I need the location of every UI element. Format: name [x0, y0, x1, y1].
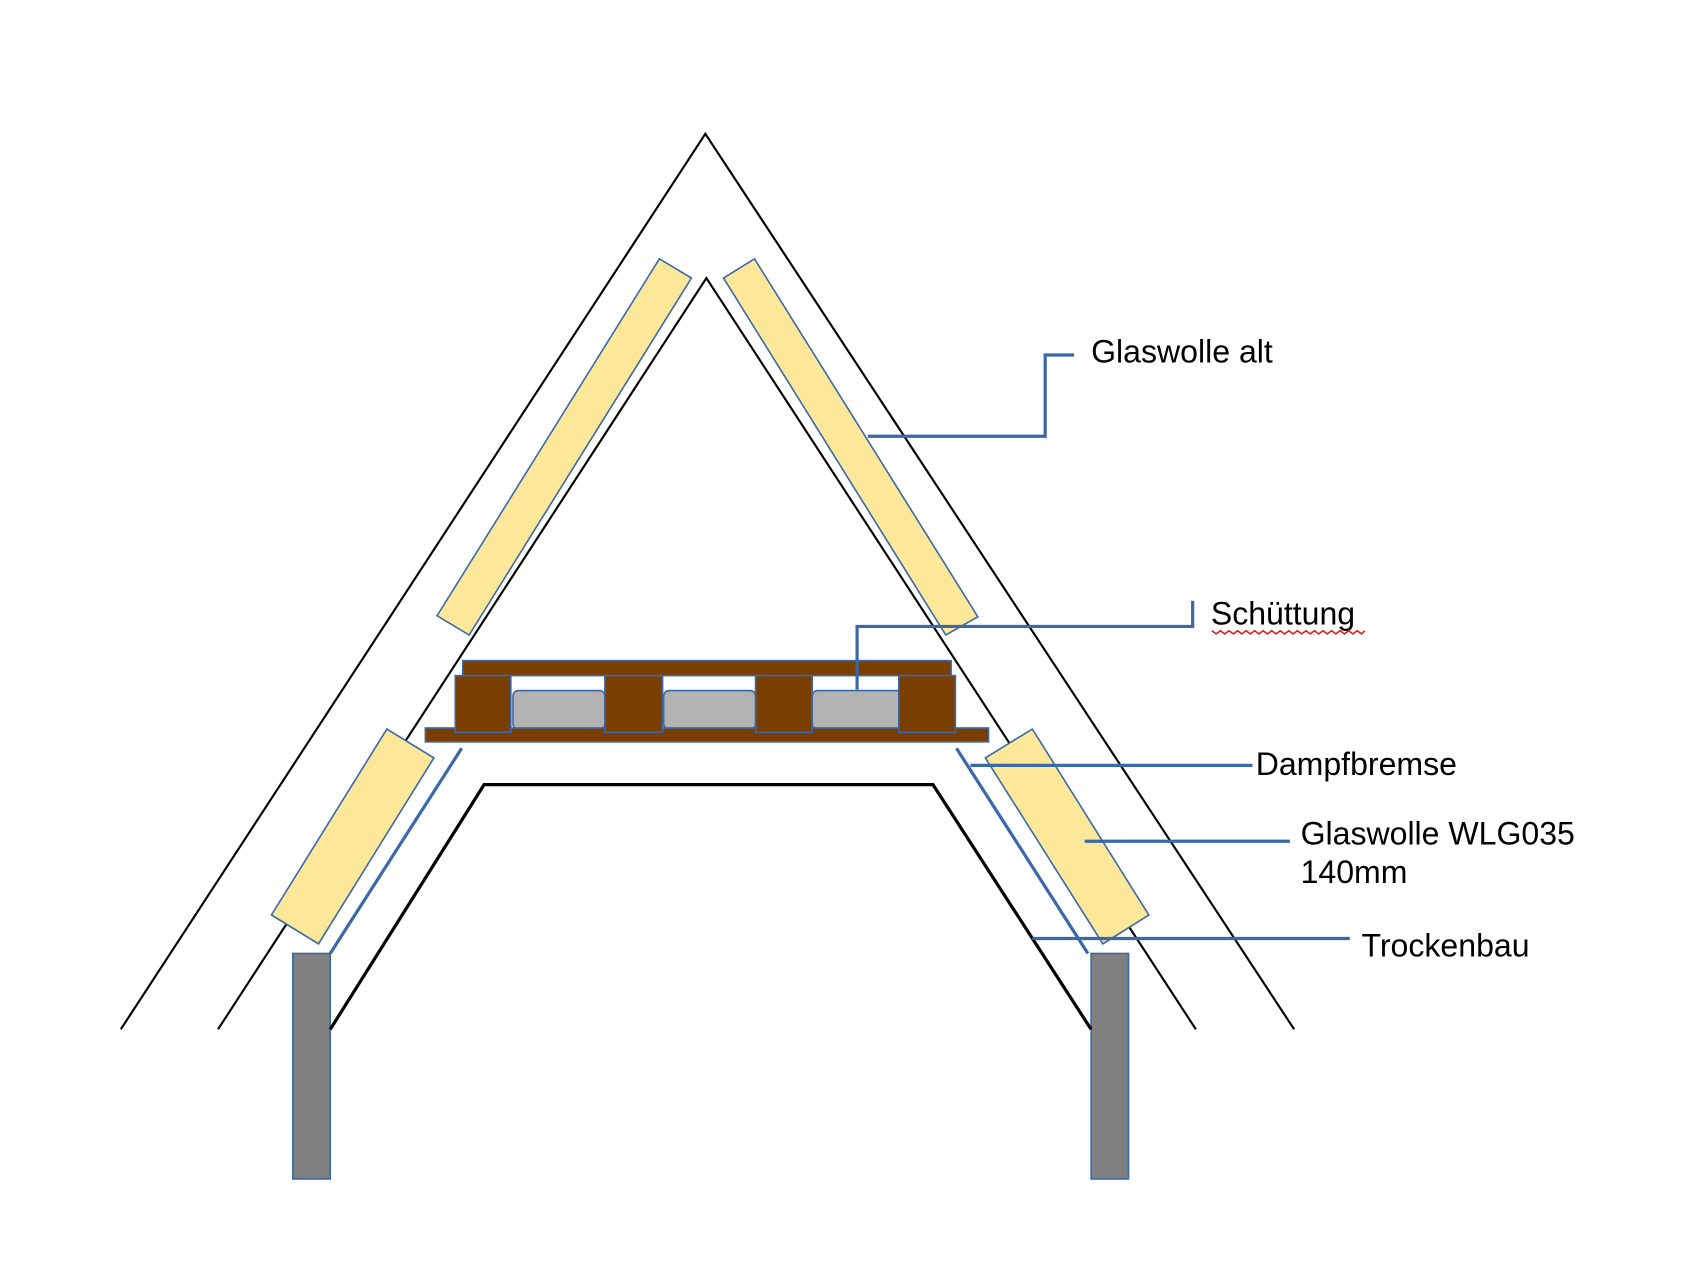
joist-4 — [897, 674, 957, 734]
label-glaswolle-wlg-line1: Glaswolle WLG035 — [1301, 815, 1575, 851]
label-dampfbremse: Dampfbremse — [1256, 746, 1457, 782]
label-schuettung: Schüttung — [1211, 595, 1355, 631]
joist-3 — [754, 674, 814, 734]
insulation-lower-right — [984, 727, 1150, 945]
ceiling-drywall — [328, 783, 1093, 1031]
leader-glaswolle-alt — [867, 353, 1075, 438]
label-glaswolle-alt: Glaswolle alt — [1091, 333, 1273, 369]
spellcheck-underline — [1211, 629, 1366, 635]
fill-gravel-1 — [512, 689, 606, 730]
joist-1 — [454, 674, 512, 734]
joist-2 — [604, 674, 664, 734]
wall-post-left — [292, 952, 332, 1180]
label-glaswolle-wlg-line2: 140mm — [1301, 854, 1408, 890]
wall-post-right — [1090, 952, 1130, 1180]
fill-gravel-3 — [811, 689, 903, 730]
outer-roof-line — [119, 131, 1296, 1030]
insulation-upper-right — [722, 257, 979, 637]
label-trockenbau: Trockenbau — [1362, 928, 1530, 964]
insulation-lower-left — [270, 727, 435, 945]
floor-board-top — [461, 659, 952, 677]
floor-board-bottom — [424, 727, 990, 743]
fill-gravel-2 — [662, 689, 757, 730]
vapor-barrier-right — [955, 747, 1090, 955]
vapor-barrier-left — [328, 747, 464, 955]
insulation-upper-left — [435, 257, 693, 637]
leader-schuettung — [855, 600, 1195, 690]
